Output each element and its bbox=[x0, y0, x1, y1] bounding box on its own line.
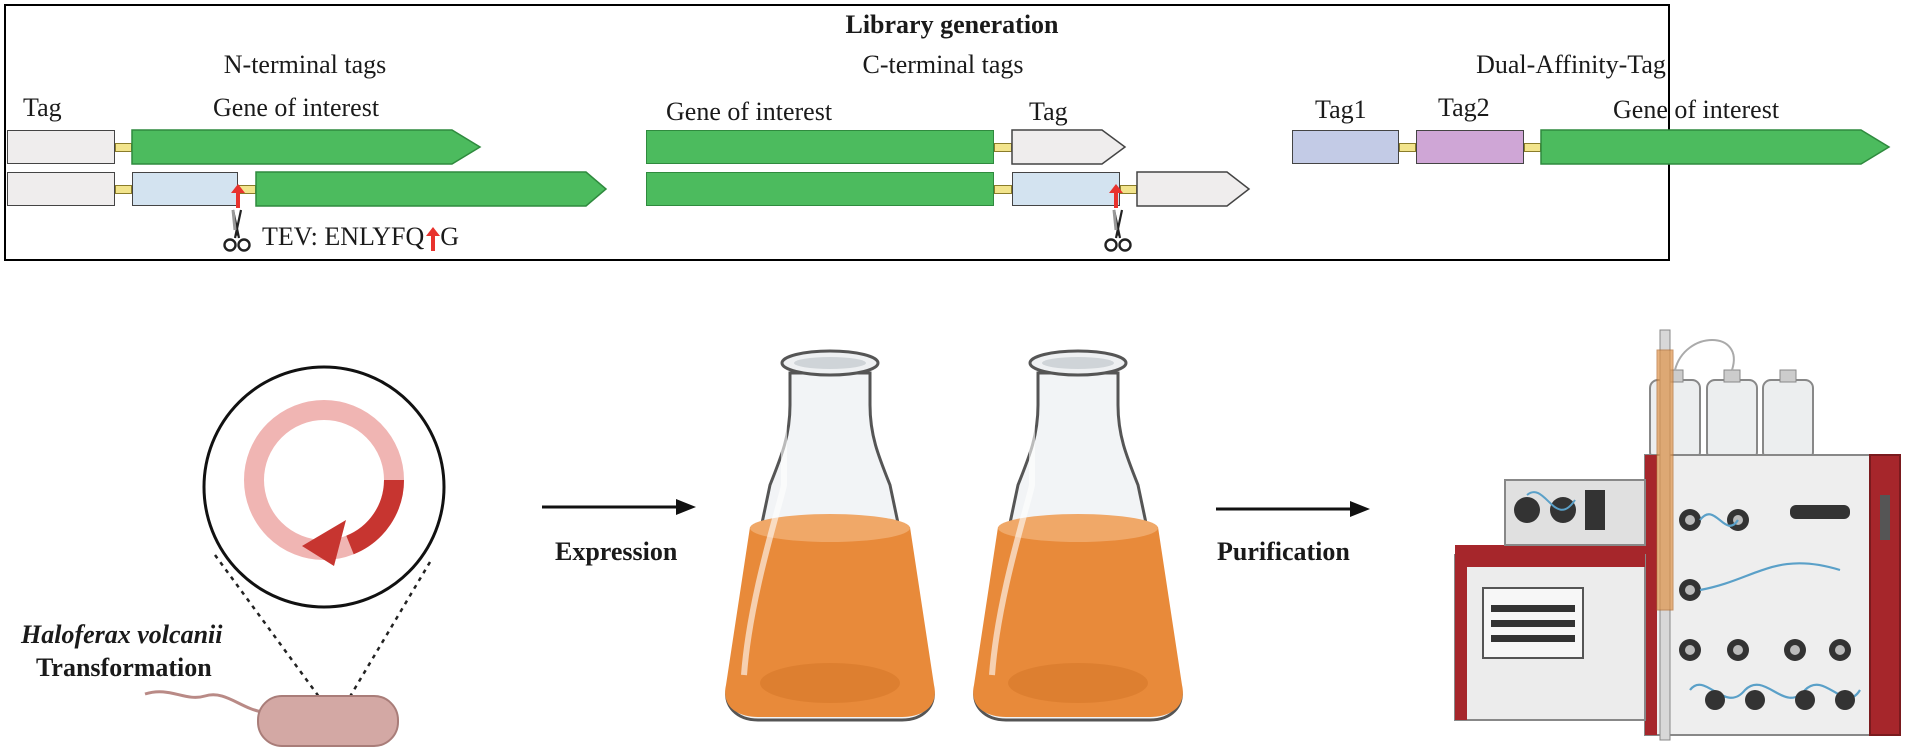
transformation-label: Transformation bbox=[36, 653, 212, 682]
plasmid-icon bbox=[244, 400, 404, 566]
scissors-icon bbox=[223, 209, 251, 252]
flask-icon bbox=[973, 349, 1183, 722]
expression-label: Expression bbox=[555, 537, 678, 566]
scissors-icon bbox=[1104, 209, 1132, 252]
dual-gene-label: Gene of interest bbox=[1613, 95, 1780, 124]
linker bbox=[994, 143, 1012, 152]
n-gene-arrow bbox=[131, 129, 482, 165]
n-tag-box-2 bbox=[7, 172, 115, 206]
n-tag-label: Tag bbox=[23, 93, 62, 122]
c-gene-box-2 bbox=[646, 172, 994, 206]
linker bbox=[115, 143, 132, 152]
flask-icon bbox=[725, 349, 935, 722]
c-terminal-heading: C-terminal tags bbox=[862, 50, 1024, 79]
red-arrow-icon bbox=[231, 184, 245, 208]
bacterium-icon bbox=[144, 690, 399, 747]
library-title: Library generation bbox=[845, 10, 1059, 39]
n-tag-box bbox=[7, 130, 115, 164]
organism-label: Haloferax volcanii bbox=[21, 620, 223, 649]
c-tag-label: Tag bbox=[1029, 97, 1068, 126]
c-gene-label: Gene of interest bbox=[666, 97, 833, 126]
dual-gene-arrow bbox=[1540, 129, 1891, 165]
n-gene-arrow-2 bbox=[255, 171, 608, 207]
process-arrow-icon bbox=[542, 499, 696, 515]
linker bbox=[115, 185, 132, 194]
tag2-box bbox=[1416, 130, 1524, 164]
c-tev-site-box bbox=[1012, 172, 1120, 206]
linker bbox=[1524, 143, 1541, 152]
tev-sequence: TEV: ENLYFQ G bbox=[262, 222, 459, 252]
n-gene-label: Gene of interest bbox=[213, 93, 380, 122]
n-terminal-heading: N-terminal tags bbox=[223, 50, 387, 79]
purification-label: Purification bbox=[1217, 537, 1350, 566]
tag2-label: Tag2 bbox=[1438, 93, 1490, 122]
linker bbox=[994, 185, 1012, 194]
tev-prefix: TEV: ENLYFQ bbox=[262, 222, 425, 251]
plasmid-magnifier bbox=[202, 365, 446, 706]
tev-suffix: G bbox=[440, 222, 460, 251]
linker bbox=[1399, 143, 1416, 152]
c-tag-arrow-2 bbox=[1136, 171, 1251, 207]
c-tag-arrow bbox=[1011, 129, 1127, 165]
tag1-box bbox=[1292, 130, 1399, 164]
red-arrow-icon bbox=[426, 227, 441, 251]
dual-affinity-heading: Dual-Affinity-Tag bbox=[1476, 50, 1666, 79]
chromatography-system-icon bbox=[1454, 329, 1901, 741]
red-arrow-icon bbox=[1109, 184, 1123, 208]
tev-cleavage-arrow bbox=[424, 227, 441, 251]
n-tev-site-box bbox=[132, 172, 238, 206]
c-gene-box bbox=[646, 130, 994, 164]
tag1-label: Tag1 bbox=[1315, 95, 1367, 124]
process-arrow-icon bbox=[1216, 501, 1370, 517]
